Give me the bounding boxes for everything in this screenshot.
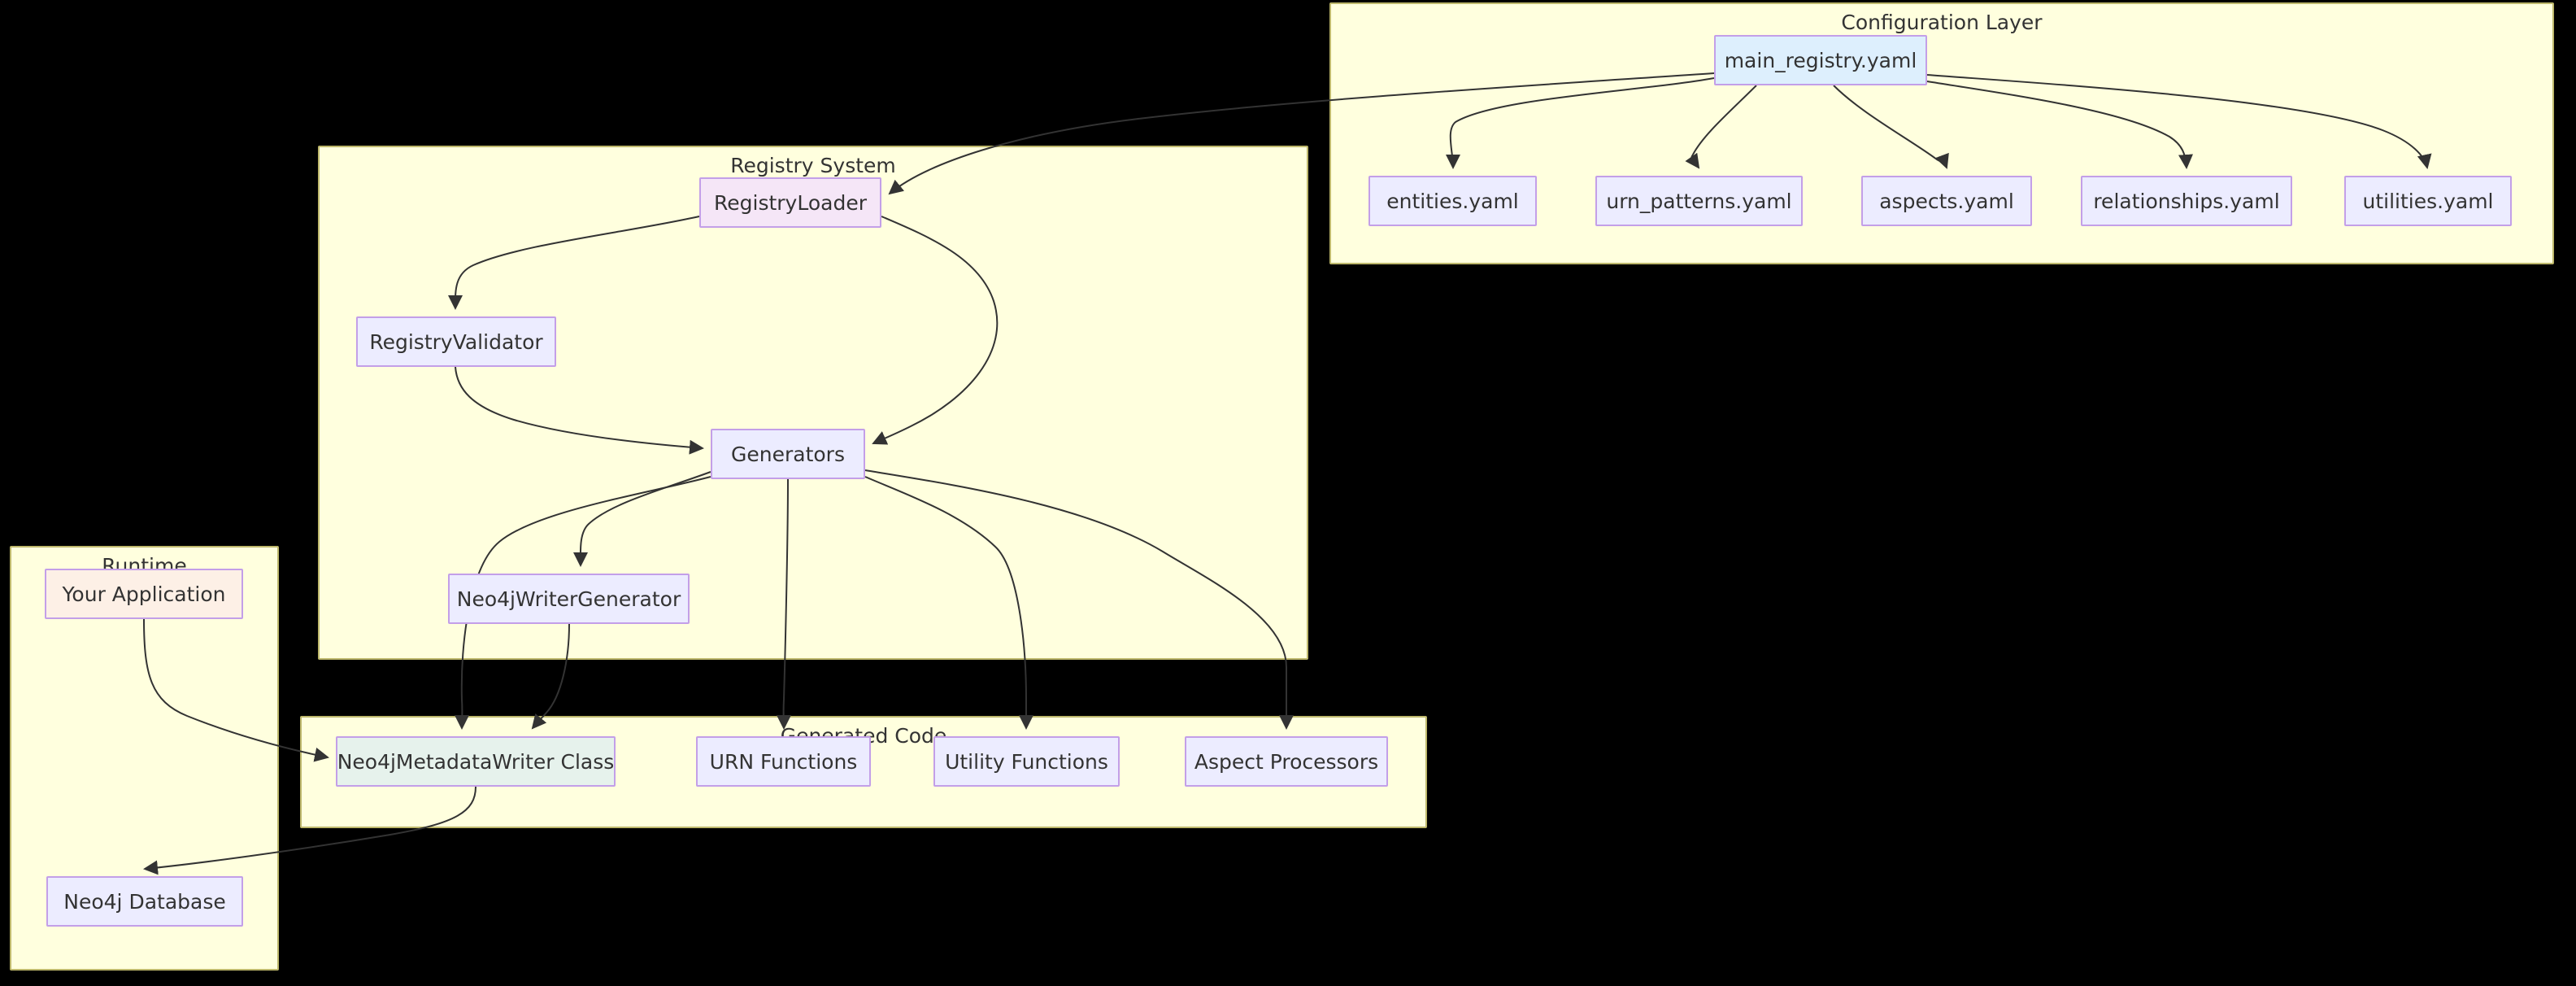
node-generators[interactable]: Generators — [711, 429, 865, 479]
node-neo4j-database[interactable]: Neo4j Database — [46, 876, 243, 927]
node-registry-validator[interactable]: RegistryValidator — [356, 316, 556, 367]
cluster-title-configuration-layer: Configuration Layer — [1841, 11, 2043, 34]
node-utilities-yaml[interactable]: utilities.yaml — [2344, 176, 2512, 226]
node-aspect-processors[interactable]: Aspect Processors — [1185, 736, 1388, 787]
node-entities-yaml[interactable]: entities.yaml — [1368, 176, 1537, 226]
cluster-title-registry-system: Registry System — [730, 154, 896, 177]
node-your-application[interactable]: Your Application — [45, 569, 243, 619]
node-urn-functions[interactable]: URN Functions — [696, 736, 871, 787]
node-registry-loader[interactable]: RegistryLoader — [699, 177, 881, 228]
node-utility-functions[interactable]: Utility Functions — [933, 736, 1120, 787]
node-main-registry-yaml[interactable]: main_registry.yaml — [1714, 35, 1927, 85]
node-neo4j-writer-generator[interactable]: Neo4jWriterGenerator — [448, 574, 690, 624]
node-urn-patterns-yaml[interactable]: urn_patterns.yaml — [1595, 176, 1803, 226]
node-aspects-yaml[interactable]: aspects.yaml — [1861, 176, 2032, 226]
node-neo4j-metadata-writer-class[interactable]: Neo4jMetadataWriter Class — [336, 736, 616, 787]
node-relationships-yaml[interactable]: relationships.yaml — [2081, 176, 2292, 226]
